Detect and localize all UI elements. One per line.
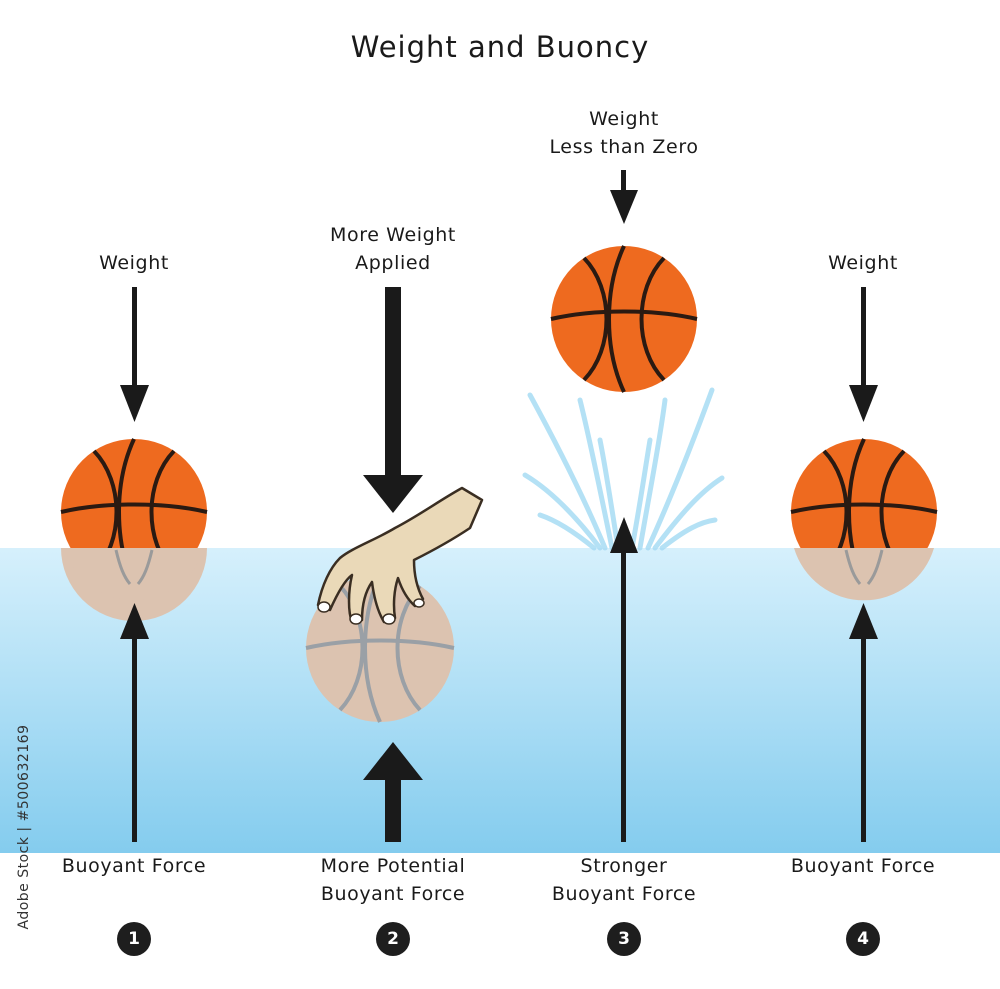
splash-icon: [522, 387, 725, 551]
buoyant-force-arrow: [120, 603, 149, 842]
weight-arrow: [849, 287, 878, 422]
buoyant-force-arrow: [610, 517, 638, 842]
weight-arrow: [363, 287, 423, 513]
top-label-1: Weight: [99, 252, 169, 274]
weight-arrow: [610, 170, 638, 224]
page-title: Weight and Buoncy: [350, 30, 650, 64]
step-number-4: 4: [846, 922, 880, 956]
hand-icon: [316, 486, 484, 625]
buoyant-force-arrow: [363, 742, 423, 842]
bottom-label-3: Stronger Buoyant Force: [551, 855, 697, 905]
step-number-3: 3: [607, 922, 641, 956]
bottom-label-1: Buoyant Force: [61, 855, 207, 877]
basketball-icon: [60, 438, 208, 621]
watermark-id: Adobe Stock | #500632169: [16, 724, 32, 930]
top-label-4: Weight: [828, 252, 898, 274]
bottom-label-4: Buoyant Force: [790, 855, 936, 877]
step-number-2: 2: [376, 922, 410, 956]
bottom-label-2: More Potential Buoyant Force: [320, 855, 466, 905]
buoyant-force-arrow: [849, 603, 878, 842]
basketball-icon: [790, 438, 938, 601]
step-number-1: 1: [117, 922, 151, 956]
weight-arrow: [120, 287, 149, 422]
top-label-2: More Weight Applied: [330, 224, 456, 274]
top-label-3: Weight Less than Zero: [549, 108, 699, 158]
basketball-icon: [550, 245, 698, 393]
